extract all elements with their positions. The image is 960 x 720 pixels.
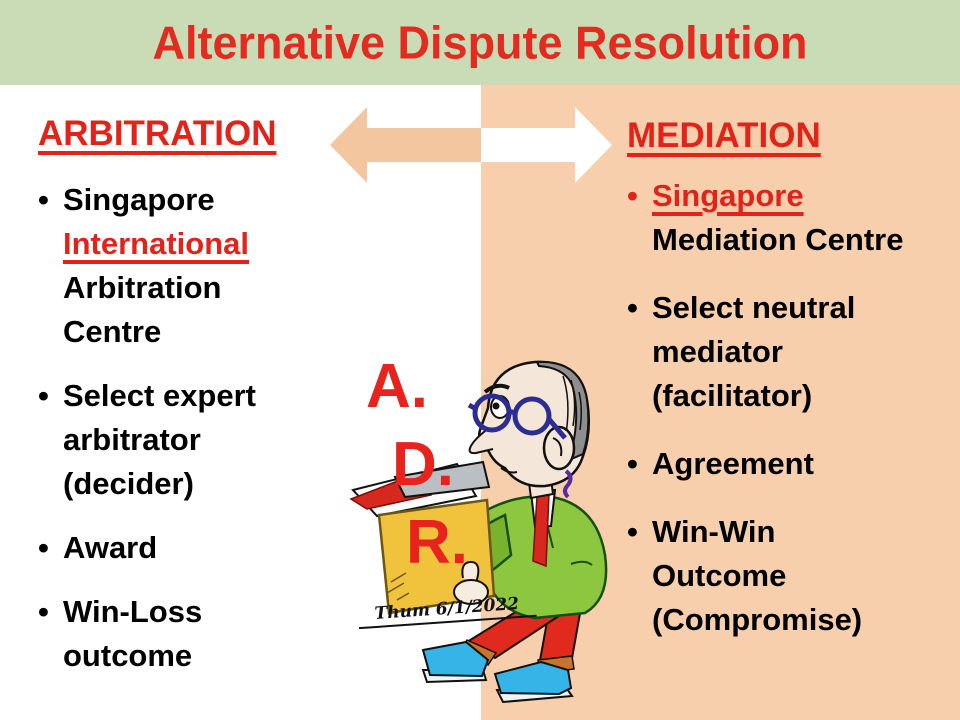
list-item-text: Singapore International Arbitration Cent… [63, 178, 288, 354]
title-bar: Alternative Dispute Resolution [0, 0, 960, 85]
slide-title: Alternative Dispute Resolution [152, 15, 808, 68]
cartoon-hand [453, 560, 489, 605]
mediation-column: MEDIATION • Singapore Mediation Centre •… [627, 114, 913, 666]
list-item-text: Select expert arbitrator (decider) [63, 378, 256, 501]
cartoon-glasses [467, 393, 567, 440]
cartoon-earring [563, 469, 573, 499]
cartoon-nose [468, 427, 494, 455]
bullet-icon: • [627, 446, 638, 481]
list-item-text: Award [63, 530, 158, 565]
arrow-left-half [330, 107, 481, 183]
adr-letter-d: D. [392, 430, 454, 499]
list-item: • Select expert arbitrator (decider) [38, 374, 288, 506]
double-arrow-icon [330, 106, 612, 184]
adr-letter-a: A. [366, 352, 428, 421]
bullet-icon: • [627, 178, 638, 213]
text-segment: Singapore [63, 182, 215, 217]
bullet-icon: • [38, 594, 49, 629]
cartoon-ear [542, 425, 576, 471]
arbitration-heading: ARBITRATION [38, 114, 277, 153]
list-item: • Singapore International Arbitration Ce… [38, 178, 288, 354]
arrow-right-half [481, 107, 612, 183]
text-segment-highlight: International [63, 226, 250, 261]
text-segment-highlight: Singapore [652, 178, 804, 213]
cartoon-papers [349, 460, 491, 518]
cartoon-head [467, 360, 591, 499]
text-segment: Mediation Centre [652, 222, 904, 257]
list-item: • Select neutral mediator (facilitator) [627, 286, 913, 418]
list-item: • Win-Win Outcome (Compromise) [627, 510, 913, 642]
list-item: • Award [38, 526, 288, 570]
list-item: • Agreement [627, 442, 913, 486]
list-item-text: Singapore Mediation Centre [652, 174, 913, 262]
cartoon-eyebrow [483, 383, 510, 394]
list-item-text: Win-Win Outcome (Compromise) [652, 514, 863, 637]
bullet-icon: • [38, 182, 49, 217]
list-item: • Singapore Mediation Centre [627, 174, 913, 262]
adr-letter-r: R. [406, 508, 468, 577]
bullet-icon: • [38, 530, 49, 565]
bullet-icon: • [627, 290, 638, 325]
list-item-text: Select neutral mediator (facilitator) [652, 290, 856, 413]
text-segment: Arbitration Centre [63, 270, 222, 349]
bullet-icon: • [38, 378, 49, 413]
list-item: • Win-Loss outcome [38, 590, 288, 678]
adr-cartoon-man-icon [349, 360, 608, 704]
cartoon-mouth [500, 467, 518, 474]
double-arrow-svg [330, 107, 612, 183]
list-item-text: Agreement [652, 446, 814, 481]
mediation-heading: MEDIATION [627, 116, 821, 155]
arbitration-column: ARBITRATION • Singapore International Ar… [38, 112, 288, 698]
bullet-icon: • [627, 514, 638, 549]
list-item-text: Win-Loss outcome [63, 594, 203, 673]
